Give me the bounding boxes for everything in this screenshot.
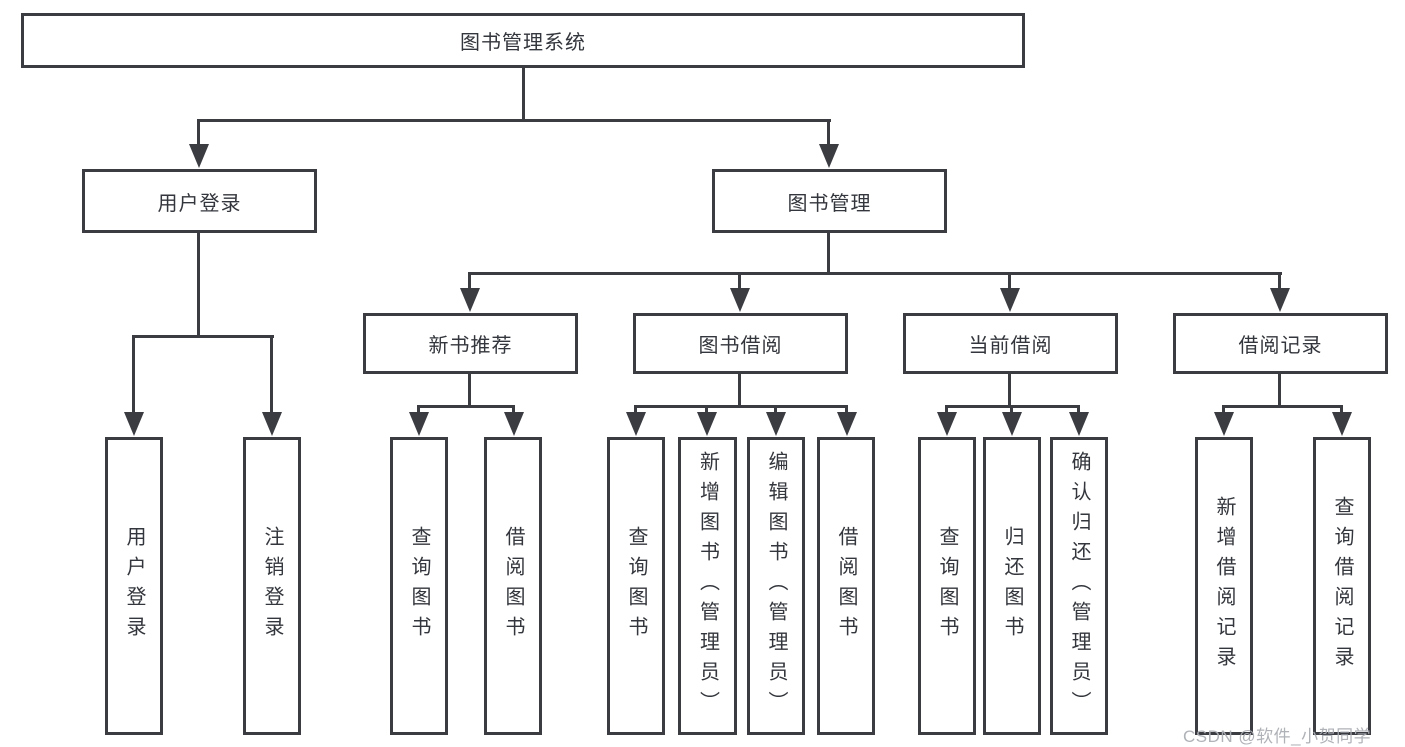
leaf-recommend-query-book: 查询图书	[390, 437, 448, 735]
leaf-current-query-book: 查询图书	[918, 437, 976, 735]
connector-stem-current-borrow	[1008, 272, 1011, 290]
leaf-add-book-admin-label: 新增图书（管理员）	[696, 451, 719, 721]
connector-stem-leaf	[1077, 405, 1080, 414]
node-borrow-records-label: 借阅记录	[1238, 335, 1323, 357]
arrow-down-icon	[124, 412, 144, 436]
connector-stem-leaf	[1340, 405, 1343, 414]
connector-stem-leaf	[512, 405, 515, 414]
arrow-down-icon	[460, 288, 480, 312]
connector-stem-login-leaf	[132, 335, 135, 414]
node-new-book-recommend-label: 新书推荐	[428, 335, 513, 357]
arrow-down-icon	[766, 412, 786, 436]
connector-stem-borrow-records	[1278, 272, 1281, 290]
arrow-down-icon	[937, 412, 957, 436]
leaf-recommend-borrow-book: 借阅图书	[484, 437, 542, 735]
node-book-management-label: 图书管理	[787, 192, 872, 215]
leaf-recommend-query-book-label: 查询图书	[408, 526, 430, 646]
leaf-add-borrow-record: 新增借阅记录	[1195, 437, 1253, 735]
arrow-down-icon	[626, 412, 646, 436]
leaf-logout-label: 注销登录	[261, 526, 283, 646]
arrow-down-icon	[730, 288, 750, 312]
connector-stem-leaf	[774, 405, 777, 414]
arrow-down-icon	[1002, 412, 1022, 436]
connector-stem-new-book	[468, 272, 471, 290]
node-book-borrow-label: 图书借阅	[698, 335, 783, 357]
connector-stem-book-management	[827, 119, 830, 147]
arrow-down-icon	[1214, 412, 1234, 436]
leaf-return-book: 归还图书	[983, 437, 1041, 735]
arrow-down-icon	[409, 412, 429, 436]
leaf-borrow-book: 借阅图书	[817, 437, 875, 735]
leaf-add-borrow-record-label: 新增借阅记录	[1213, 496, 1235, 676]
leaf-borrow-query-book: 查询图书	[607, 437, 665, 735]
arrow-down-icon	[1069, 412, 1089, 436]
node-current-borrow-label: 当前借阅	[968, 335, 1053, 357]
connector-stem-logout-leaf	[270, 335, 273, 414]
leaf-borrow-query-book-label: 查询图书	[625, 526, 647, 646]
connector-user-login-drop	[197, 233, 200, 338]
leaf-borrow-book-label: 借阅图书	[835, 526, 857, 646]
connector-user-login-branch	[132, 335, 274, 338]
connector-stem-leaf	[417, 405, 420, 414]
arrow-down-icon	[189, 144, 209, 168]
leaf-query-borrow-record-label: 查询借阅记录	[1331, 496, 1353, 676]
arrow-down-icon	[819, 144, 839, 168]
connector-level3-branch	[468, 272, 1282, 275]
leaf-edit-book-admin: 编辑图书（管理员）	[747, 437, 805, 735]
connector-borrow-drop	[738, 374, 741, 408]
leaf-add-book-admin: 新增图书（管理员）	[678, 437, 737, 735]
leaf-current-query-book-label: 查询图书	[936, 526, 958, 646]
leaf-confirm-return-admin: 确认归还（管理员）	[1050, 437, 1108, 735]
leaf-user-login-label: 用户登录	[123, 526, 145, 646]
node-new-book-recommend: 新书推荐	[363, 313, 578, 374]
arrow-down-icon	[262, 412, 282, 436]
node-user-login: 用户登录	[82, 169, 317, 233]
connector-stem-leaf	[634, 405, 637, 414]
leaf-recommend-borrow-book-label: 借阅图书	[502, 526, 524, 646]
connector-stem-leaf	[845, 405, 848, 414]
connector-level2-branch	[197, 119, 831, 122]
connector-recommend-branch	[417, 405, 515, 408]
leaf-return-book-label: 归还图书	[1001, 526, 1023, 646]
node-book-management: 图书管理	[712, 169, 947, 233]
node-root-label: 图书管理系统	[460, 32, 586, 54]
arrow-down-icon	[837, 412, 857, 436]
arrow-down-icon	[1332, 412, 1352, 436]
connector-stem-leaf	[945, 405, 948, 414]
csdn-watermark: CSDN @软件_小贺同学	[1183, 727, 1372, 746]
arrow-down-icon	[697, 412, 717, 436]
connector-borrow-branch	[634, 405, 848, 408]
connector-current-drop	[1008, 374, 1011, 408]
connector-stem-leaf	[705, 405, 708, 414]
node-borrow-records: 借阅记录	[1173, 313, 1388, 374]
connector-records-drop	[1278, 374, 1281, 408]
connector-book-management-drop	[827, 233, 830, 275]
node-current-borrow: 当前借阅	[903, 313, 1118, 374]
connector-stem-leaf	[1010, 405, 1013, 414]
connector-stem-user-login	[197, 119, 200, 147]
connector-recommend-drop	[468, 374, 471, 408]
node-book-borrow: 图书借阅	[633, 313, 848, 374]
arrow-down-icon	[504, 412, 524, 436]
connector-records-branch	[1222, 405, 1343, 408]
leaf-edit-book-admin-label: 编辑图书（管理员）	[765, 451, 787, 721]
node-user-login-label: 用户登录	[157, 192, 242, 215]
arrow-down-icon	[1000, 288, 1020, 312]
leaf-logout: 注销登录	[243, 437, 301, 735]
connector-stem-book-borrow	[738, 272, 741, 290]
arrow-down-icon	[1270, 288, 1290, 312]
leaf-confirm-return-admin-label: 确认归还（管理员）	[1068, 451, 1090, 721]
leaf-query-borrow-record: 查询借阅记录	[1313, 437, 1371, 735]
connector-stem-leaf	[1222, 405, 1225, 414]
leaf-user-login: 用户登录	[105, 437, 163, 735]
node-root-library-system: 图书管理系统	[21, 13, 1025, 68]
connector-root-drop	[522, 68, 525, 121]
